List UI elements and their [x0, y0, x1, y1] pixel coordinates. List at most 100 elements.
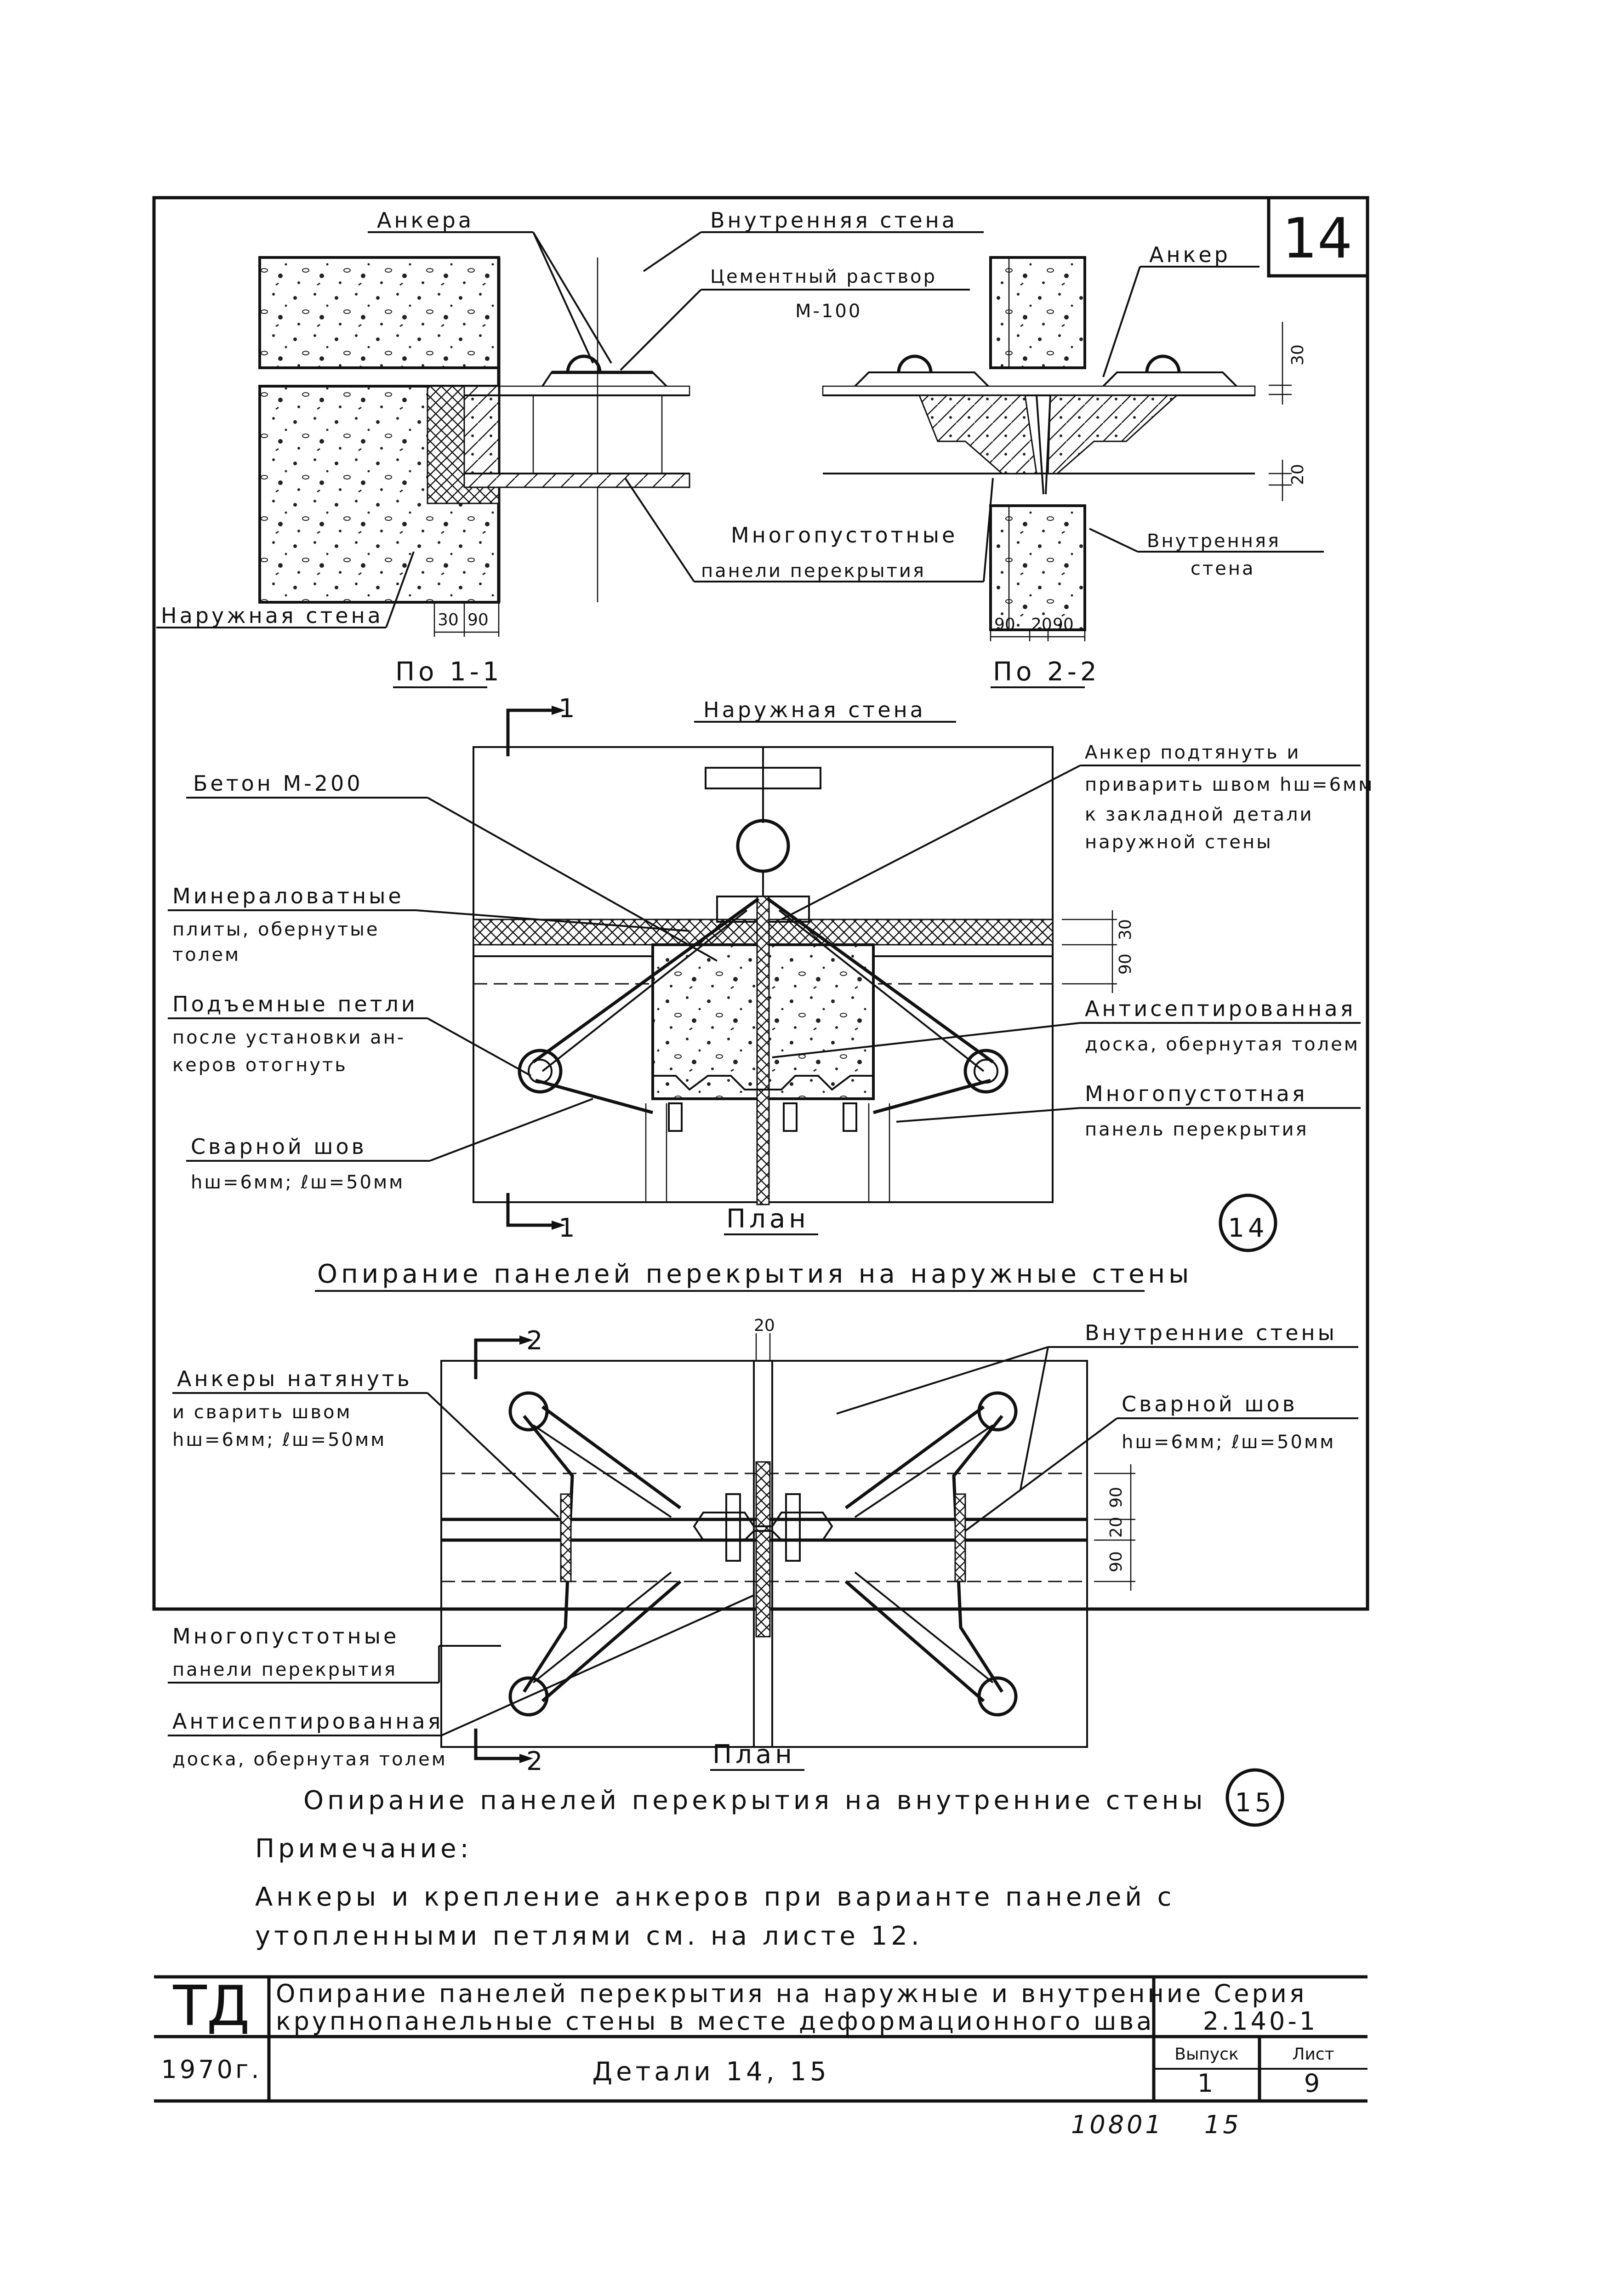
inner-wall-upper — [989, 256, 1086, 369]
label-anchor-note-1: Анкер подтянуть и — [1085, 742, 1300, 763]
lifting-loop-14-right — [963, 1049, 1009, 1094]
dim-right-90a: 90 — [994, 615, 1015, 634]
label-outer-wall: Наружная стена — [161, 603, 383, 628]
stamp-title-1: Опирание панелей перекрытия на наружные … — [276, 1979, 1203, 2008]
lifting-loop-14-left — [518, 1049, 563, 1094]
dim-vert-30: 30 — [1288, 344, 1307, 365]
label-board-15-1: Антисептированная — [172, 1709, 443, 1734]
label-hollow-panels-1: Многопустотные — [731, 523, 957, 548]
label-mineral-1: Минераловатные — [172, 884, 404, 908]
label-hollow-15-1: Многопустотные — [172, 1624, 399, 1649]
detail-15-plan: 2 2 20 90 20 90 — [168, 1316, 1358, 1827]
lifting-loop-15-tr — [977, 1391, 1018, 1432]
dim-15-90a: 90 — [1107, 1487, 1126, 1508]
lifting-loop-right-1 — [897, 354, 933, 373]
cut-mark-1-top: 1 — [558, 694, 579, 724]
anchor-rods-14 — [532, 897, 994, 1063]
label-inner-wall-right-2: стена — [1191, 558, 1255, 579]
note-title: Примечание: — [255, 1834, 472, 1864]
stamp-year: 1970г. — [161, 2055, 262, 2084]
footer: 10801 15 — [1071, 2110, 1242, 2139]
stamp-code: ТД — [172, 1975, 250, 2038]
label-anchors-15-3: hш=6мм; ℓш=50мм — [172, 1429, 386, 1450]
note-block: Примечание: Анкеры и крепление анкеров п… — [255, 1834, 1175, 1951]
plan-label-14: План — [726, 1204, 809, 1234]
label-weld-15-2: hш=6мм; ℓш=50мм — [1122, 1432, 1335, 1453]
label-cement-mortar: Цементный раствор — [710, 266, 937, 287]
stamp-issue-value: 1 — [1197, 2069, 1216, 2098]
label-weld-2: hш=6мм; ℓш=50мм — [191, 1172, 405, 1193]
label-hollow-15-2: панели перекрытия — [172, 1659, 397, 1680]
footer-page: 15 — [1204, 2110, 1242, 2139]
cut-label-2-2: По 2-2 — [993, 657, 1100, 687]
cut-label-1-1: По 1-1 — [395, 657, 503, 687]
label-anchors: Анкера — [377, 208, 474, 233]
stamp-details: Детали 14, 15 — [592, 2057, 830, 2087]
label-inner-walls-15: Внутренние стены — [1085, 1320, 1337, 1345]
sheet-number-box — [1267, 196, 1369, 278]
antiseptic-board-15 — [755, 1461, 771, 1638]
stamp-title-2: крупнопанельные стены в месте деформацио… — [276, 2007, 1154, 2036]
label-cement-grade: М-100 — [795, 301, 862, 322]
label-outer-wall-14: Наружная стена — [703, 697, 926, 722]
dim-right-90b: 90 — [1053, 615, 1074, 634]
dim-left-30: 30 — [438, 611, 459, 629]
dim-vert-20: 20 — [1288, 464, 1307, 485]
dim-14-30: 30 — [1116, 919, 1135, 940]
dim-15-90b: 90 — [1107, 1551, 1126, 1572]
lifting-loop-15-bl — [508, 1676, 549, 1717]
label-anchor-note-3: к закладной детали — [1085, 804, 1314, 825]
stamp-issue-label: Выпуск — [1174, 2045, 1239, 2064]
label-hollow-2: панель перекрытия — [1085, 1119, 1309, 1140]
dim-14-90: 90 — [1116, 953, 1135, 975]
sheet-number: 14 — [1282, 207, 1353, 271]
label-mineral-2: плиты, обернутые — [172, 919, 379, 940]
stamp-sheet-label: Лист — [1292, 2045, 1334, 2064]
lifting-loop-15-tl — [508, 1391, 549, 1432]
dim-15-20: 20 — [1107, 1517, 1126, 1538]
caption-14: Опирание панелей перекрытия на наружные … — [317, 1259, 1192, 1289]
detail-badge-14 — [1219, 1193, 1277, 1252]
cut-mark-2-bottom: 2 — [526, 1747, 547, 1776]
label-loops-1: Подъемные петли — [172, 992, 418, 1016]
title-block: ТД Опирание панелей перекрытия на наружн… — [154, 1975, 1368, 2103]
plan-label-15: План — [712, 1740, 796, 1770]
caption-15: Опирание панелей перекрытия на внутренни… — [303, 1786, 1206, 1815]
label-loops-3: керов отогнуть — [172, 1055, 348, 1076]
label-concrete-m200: Бетон М-200 — [193, 771, 363, 796]
label-weld-1: Сварной шов — [191, 1134, 367, 1159]
label-board-2: доска, обернутая толем — [1085, 1034, 1360, 1055]
label-board-1: Антисептированная — [1085, 996, 1356, 1021]
stamp-series-value: 2.140-1 — [1203, 2007, 1318, 2036]
detail-badge-15 — [1225, 1768, 1284, 1827]
label-mineral-3: толем — [172, 944, 240, 965]
label-anchor: Анкер — [1149, 242, 1231, 267]
stamp-sheet-value: 9 — [1304, 2069, 1322, 2098]
detail-badge-14-text: 14 — [1228, 1213, 1268, 1243]
dim-left-90: 90 — [467, 611, 489, 629]
lifting-loop-left — [566, 354, 602, 373]
label-inner-wall-right-1: Внутренняя — [1147, 531, 1281, 552]
dim-15-top: 20 — [754, 1316, 775, 1335]
label-anchors-15-1: Анкеры натянуть — [177, 1366, 412, 1391]
label-inner-wall-top: Внутренняя стена — [710, 208, 957, 233]
section-2-2: Анкер 30 20 Многопустотные панели перекр… — [624, 242, 1324, 688]
cut-mark-1-bottom: 1 — [558, 1213, 579, 1243]
lifting-loop-right-2 — [1145, 354, 1181, 373]
cut-mark-2-top: 2 — [526, 1326, 547, 1356]
note-line-2: утопленными петлями см. на листе 12. — [255, 1921, 923, 1951]
footer-inventory: 10801 — [1071, 2110, 1164, 2139]
note-line-1: Анкеры и крепление анкеров при варианте … — [255, 1882, 1175, 1912]
label-hollow-panels-2: панели перекрытия — [701, 560, 926, 582]
antiseptic-board-14 — [756, 896, 770, 1205]
section-1-1: Анкера Внутренняя стена Цементный раство… — [156, 208, 984, 688]
label-loops-2: после установки ан- — [172, 1027, 405, 1048]
dim-right-20: 20 — [1031, 615, 1052, 634]
label-anchor-note-4: наружной стены — [1085, 832, 1273, 853]
upper-wall-block — [258, 256, 500, 369]
inner-wall-lower — [989, 504, 1086, 631]
detail-14-plan: Наружная стена 1 1 — [168, 694, 1372, 1292]
stamp-series-label: Серия — [1214, 1979, 1307, 2008]
label-hollow-1: Многопустотная — [1085, 1081, 1307, 1106]
